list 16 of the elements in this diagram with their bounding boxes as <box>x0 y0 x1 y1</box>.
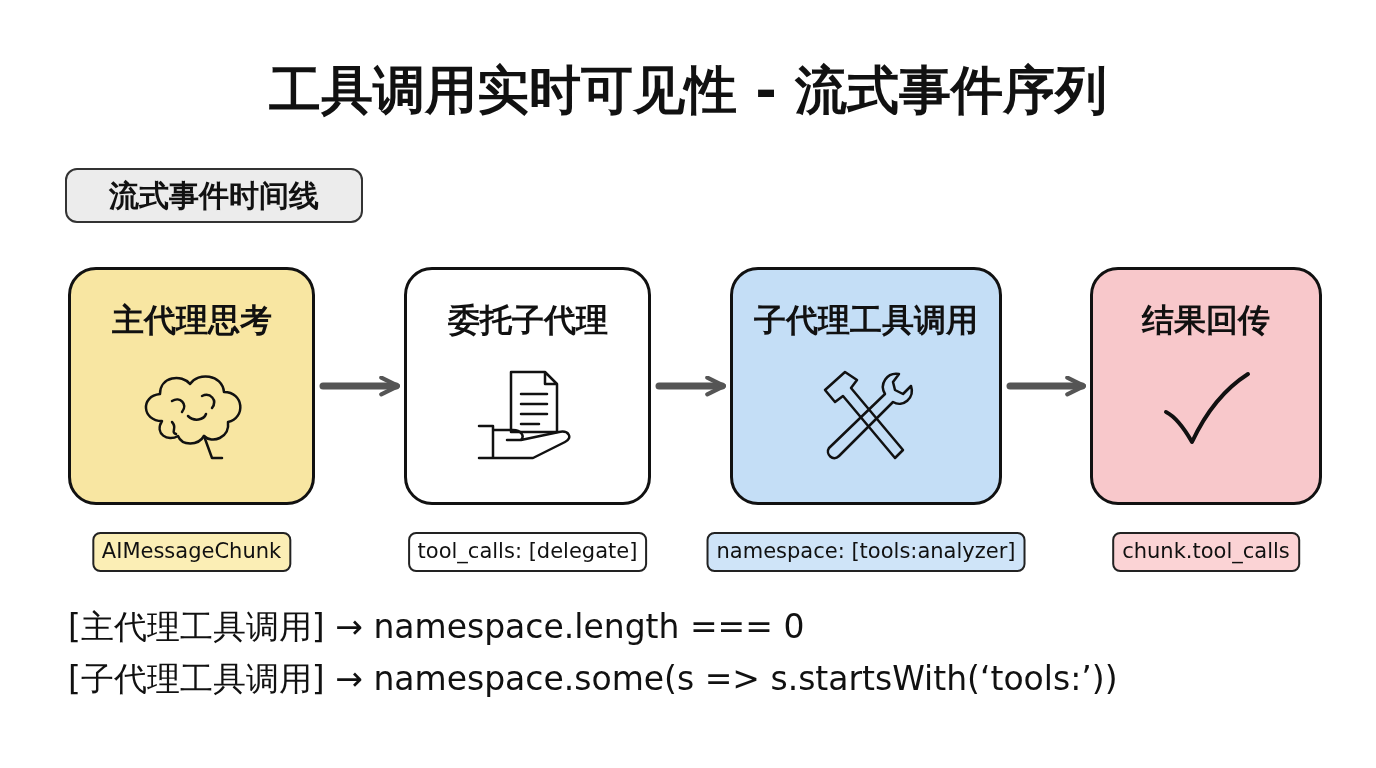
code-note: [子代理工具调用] → namespace.some(s => s.startsWith(‘tools:’)) <box>68 658 1118 700</box>
code-tag: tool_calls: [delegate] <box>407 532 648 572</box>
step-title: 结果回传 <box>1142 300 1270 341</box>
code-tag: chunk.tool_calls <box>1112 532 1300 572</box>
step-title: 委托子代理 <box>447 300 608 341</box>
code-tag: namespace: [tools:analyzer] <box>706 532 1026 572</box>
section-tag <box>65 168 363 223</box>
title: 工具调用实时可见性 - 流式事件序列 <box>268 59 1108 122</box>
section-label: 流式事件时间线 <box>109 177 319 215</box>
step-title: 主代理思考 <box>111 300 272 341</box>
arrow <box>319 375 401 397</box>
arrow <box>1006 375 1087 397</box>
code-note: [主代理工具调用] → namespace.length === 0 <box>68 606 806 648</box>
arrow <box>655 375 727 397</box>
code-tag: AIMessageChunk <box>91 532 292 572</box>
step-title: 子代理工具调用 <box>754 300 978 341</box>
